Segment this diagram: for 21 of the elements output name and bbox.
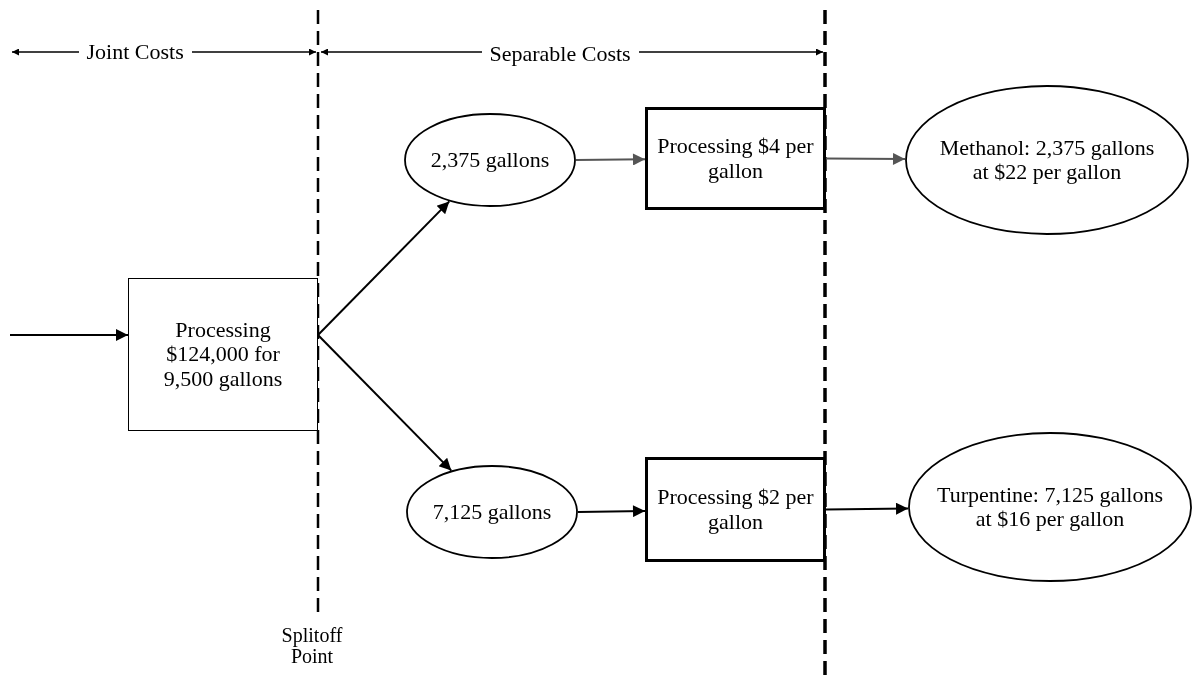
- process-box: [128, 278, 318, 431]
- ellipse-node: [905, 85, 1189, 235]
- process-box: [645, 457, 826, 562]
- node-label: 2,375 gallons: [429, 147, 551, 173]
- arrow: [317, 334, 453, 472]
- arrow: [577, 505, 646, 518]
- node-label: Processing $4 per gallon: [656, 134, 815, 183]
- node-label: Turpentine: 7,125 gallons at $16 per gallon: [936, 482, 1164, 532]
- arrow: [575, 153, 646, 166]
- ellipse-node: [908, 432, 1192, 582]
- arrow: [317, 200, 451, 336]
- arrow: [825, 502, 910, 515]
- node-label: Processing $2 per gallon: [656, 485, 815, 534]
- arrow: [9, 329, 129, 341]
- process-box: [645, 107, 826, 210]
- node-label: Processing $124,000 for 9,500 gallons: [162, 318, 284, 391]
- arrow: [825, 152, 906, 165]
- node-label: Methanol: 2,375 gallons at $22 per gallon: [938, 135, 1156, 185]
- ellipse-node: [404, 113, 576, 207]
- node-label: 7,125 gallons: [431, 499, 553, 525]
- ellipse-node: [406, 465, 578, 559]
